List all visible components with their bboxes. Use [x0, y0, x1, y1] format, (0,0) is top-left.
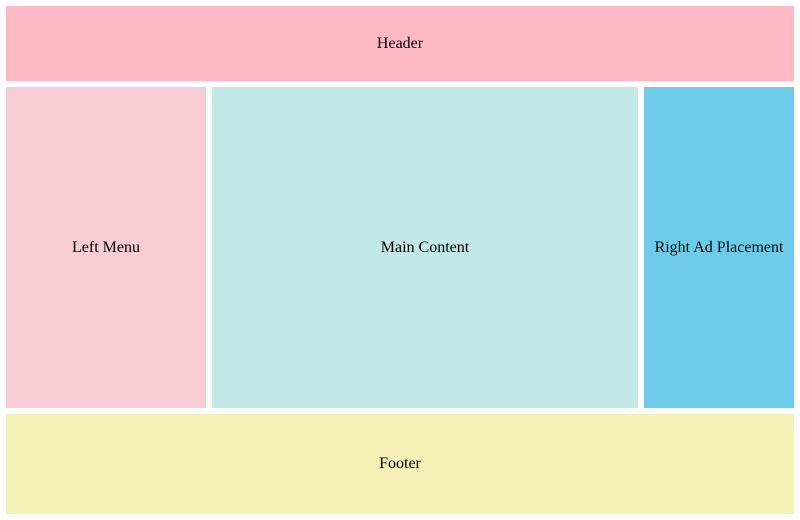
header-label: Header: [376, 34, 424, 52]
right-ad-placement-label: Right Ad Placement: [654, 238, 784, 256]
header-region: Header: [6, 6, 794, 81]
page-layout-grid: Header Left Menu Main Content Right Ad P…: [6, 6, 794, 514]
left-menu-region: Left Menu: [6, 87, 206, 408]
footer-region: Footer: [6, 414, 794, 514]
main-content-label: Main Content: [380, 238, 470, 256]
main-content-region: Main Content: [212, 87, 638, 408]
right-ad-placement-region: Right Ad Placement: [644, 87, 794, 408]
left-menu-label: Left Menu: [72, 238, 140, 256]
footer-label: Footer: [379, 455, 421, 472]
